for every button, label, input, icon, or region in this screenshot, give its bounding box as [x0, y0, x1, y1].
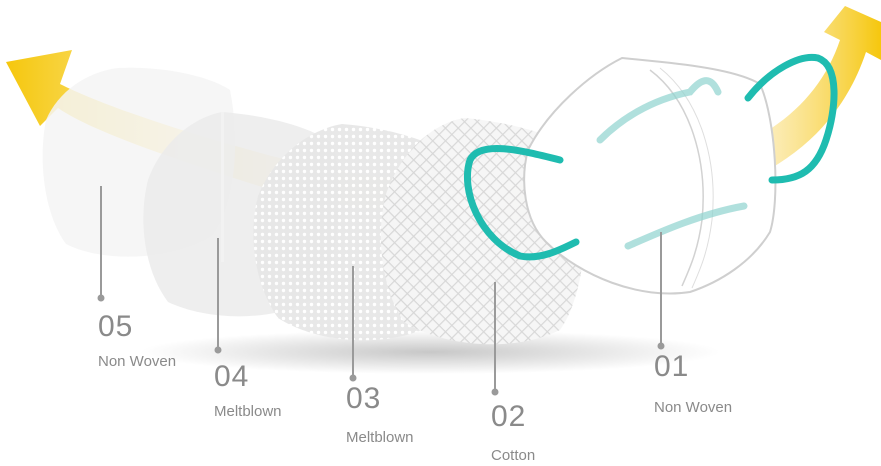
leader-03-dot: [351, 376, 356, 381]
layer-04-material: Meltblown: [214, 404, 282, 419]
layer-02-number: 02: [491, 402, 526, 432]
layer-05-material: Non Woven: [98, 354, 176, 369]
leader-01-dot: [659, 344, 664, 349]
layer-01-material: Non Woven: [654, 400, 732, 415]
layer-03-material: Meltblown: [346, 430, 414, 445]
layer-05-number: 05: [98, 312, 133, 342]
leader-02-dot: [493, 390, 498, 395]
layer-04-number: 04: [214, 362, 249, 392]
leader-04-dot: [216, 348, 221, 353]
leader-05-dot: [99, 296, 104, 301]
layer-01-number: 01: [654, 352, 689, 382]
layer-02-material: Cotton: [491, 448, 535, 463]
layer-04-edge: [221, 112, 224, 262]
layer-03-number: 03: [346, 384, 381, 414]
